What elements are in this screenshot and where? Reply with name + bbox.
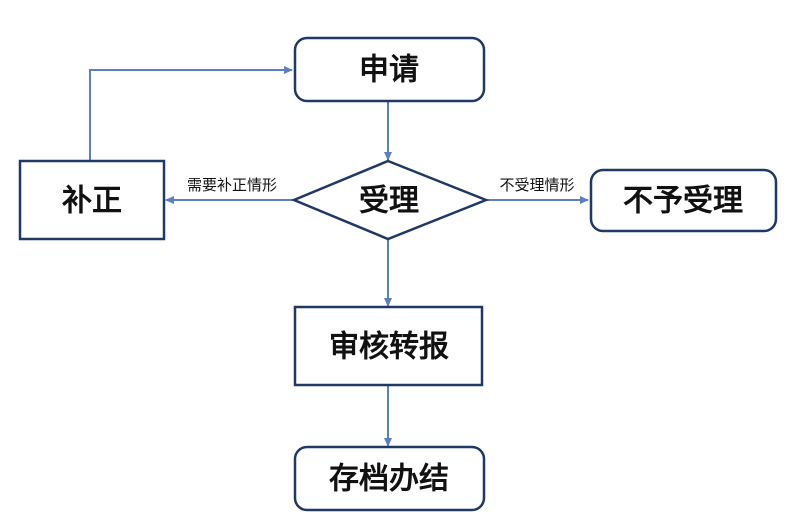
node-apply-label: 申请 bbox=[359, 53, 419, 88]
node-archive: 存档办结 bbox=[293, 445, 486, 512]
edge-label-need-supplement: 需要补正情形 bbox=[187, 176, 277, 194]
node-supplement-label: 补正 bbox=[62, 184, 122, 219]
node-reject: 不予受理 bbox=[589, 168, 778, 233]
edge-label-not-accepted: 不受理情形 bbox=[499, 176, 574, 194]
node-supplement: 补正 bbox=[18, 159, 166, 241]
node-reject-label: 不予受理 bbox=[623, 184, 743, 219]
node-accept-label: 受理 bbox=[359, 184, 419, 219]
node-accept: 受理 bbox=[290, 159, 490, 241]
arrow-supplement-to-apply bbox=[89, 66, 293, 160]
node-review-label: 审核转报 bbox=[329, 330, 449, 365]
node-archive-label: 存档办结 bbox=[329, 462, 449, 497]
node-review: 审核转报 bbox=[293, 305, 484, 387]
node-apply: 申请 bbox=[293, 36, 486, 103]
